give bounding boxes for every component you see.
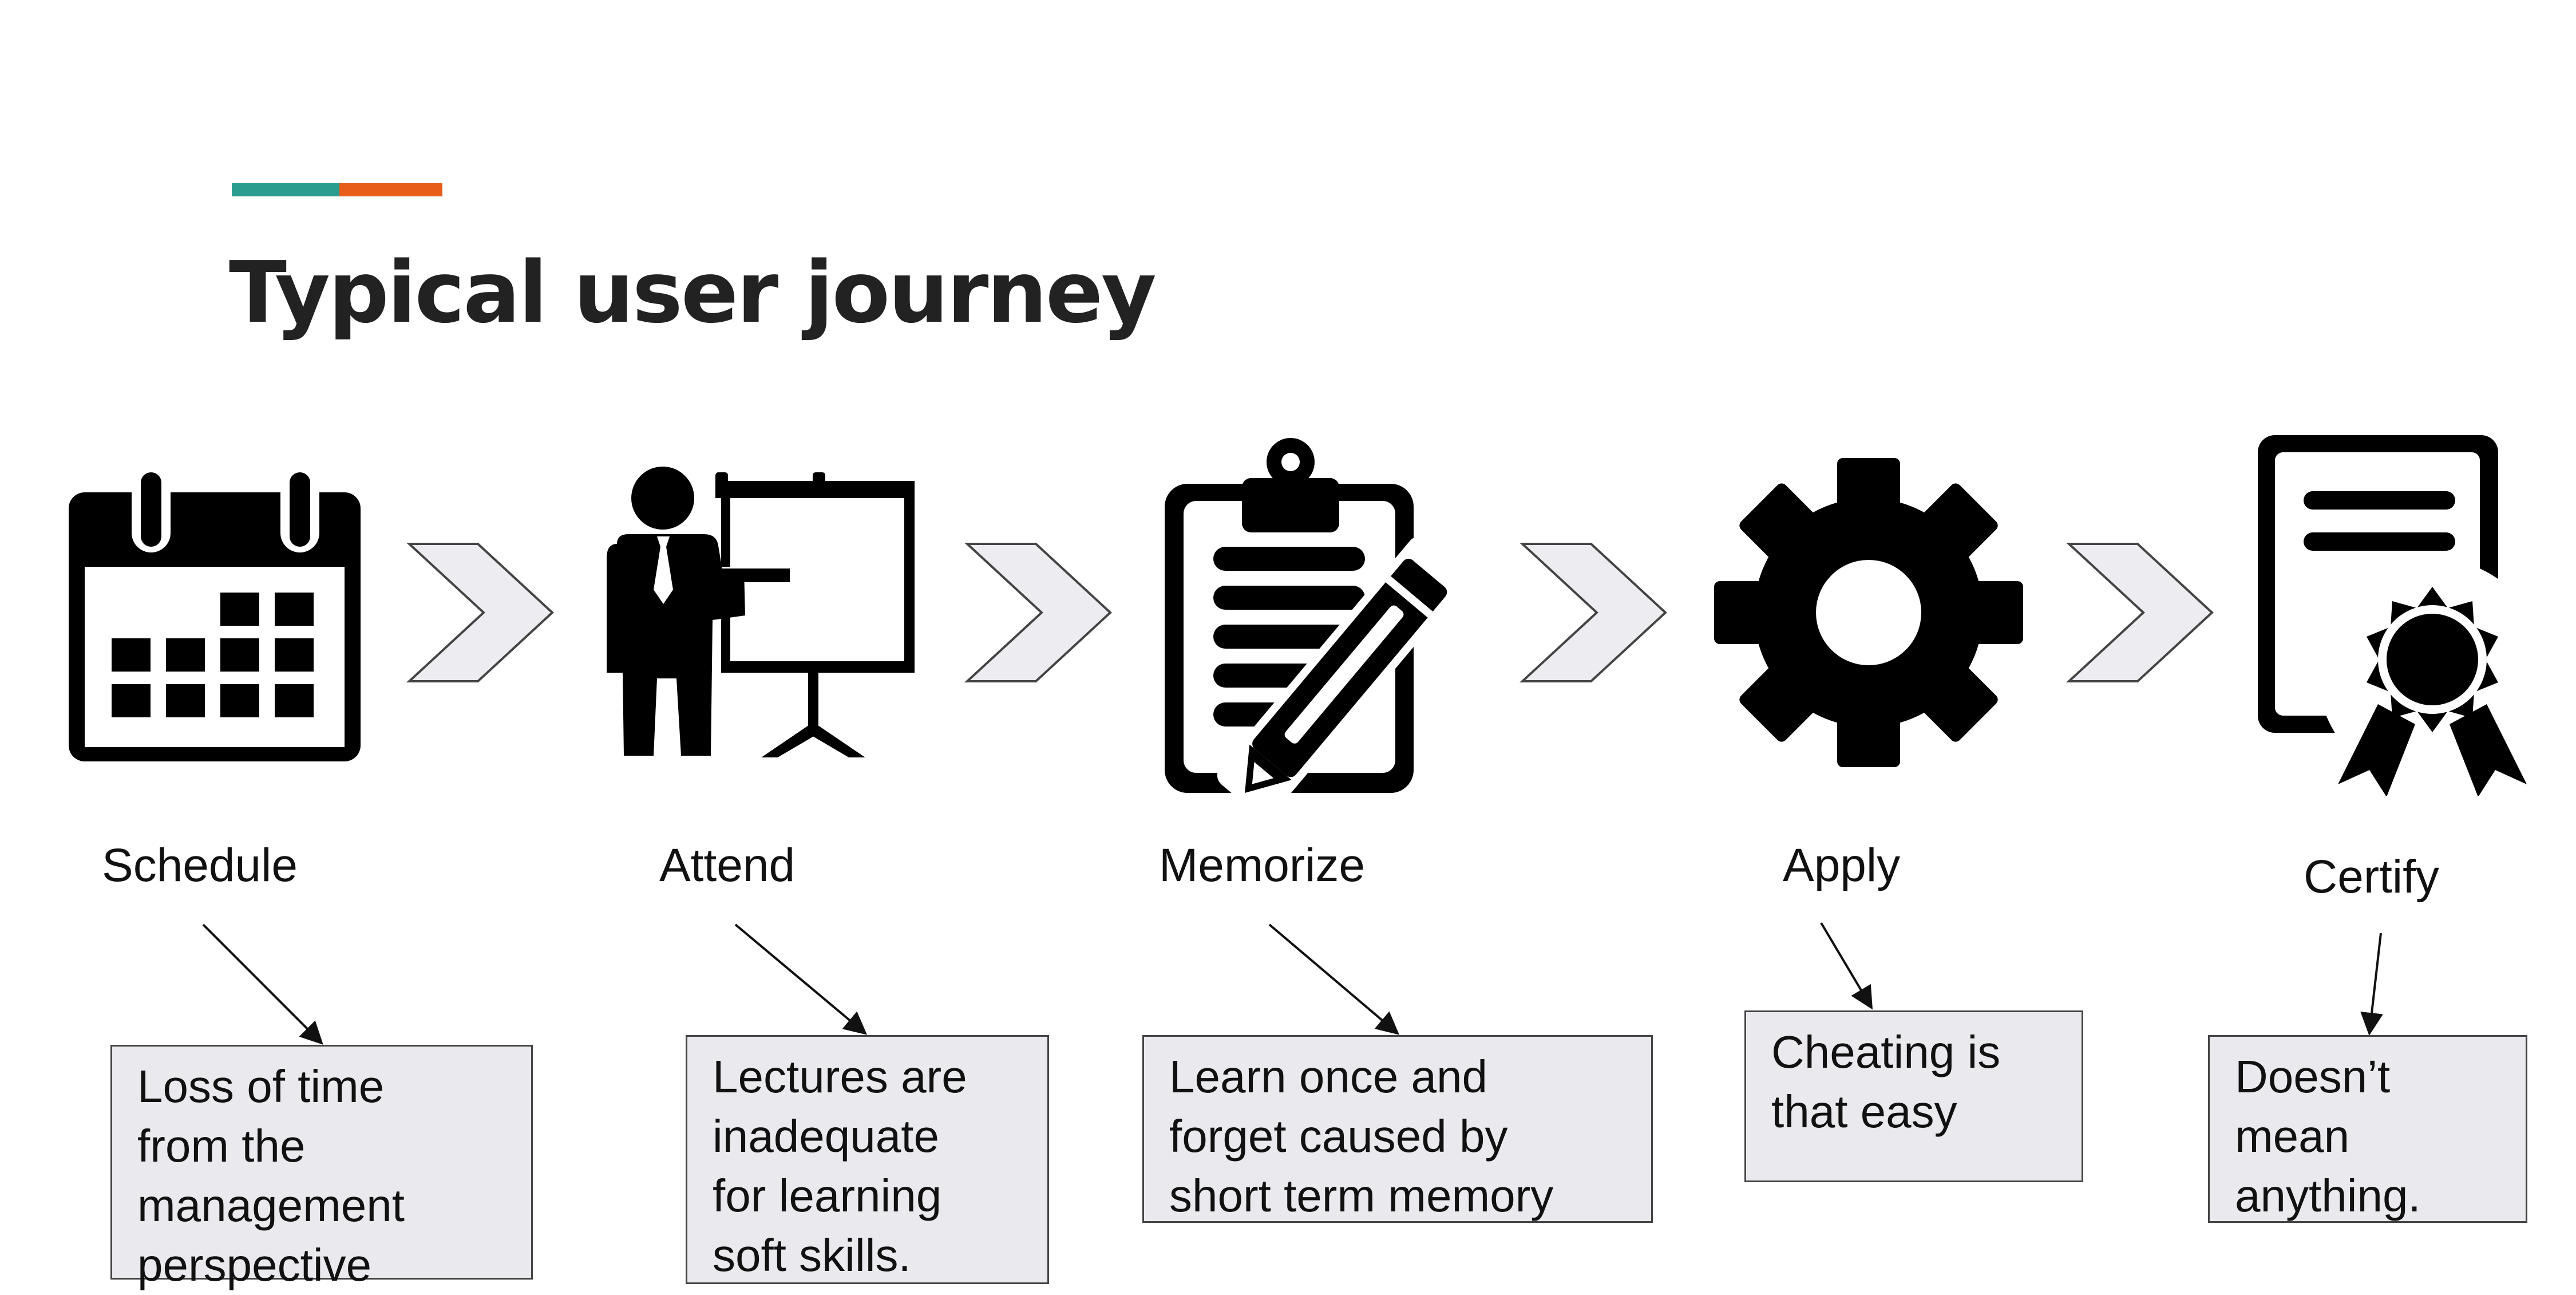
pointer-arrow-5: [2360, 933, 2383, 1036]
calendar-icon: [69, 467, 361, 761]
chevron-arrow-2: [964, 543, 1112, 682]
note-line: Cheating is: [1771, 1026, 2001, 1077]
note-line: Lectures are: [713, 1051, 967, 1102]
note-line: Learn once and: [1169, 1051, 1488, 1102]
note-line: mean: [2235, 1111, 2350, 1162]
note-line: forget caused by: [1169, 1111, 1508, 1162]
note-line: perspective: [137, 1239, 372, 1290]
note-line: inadequate: [713, 1111, 939, 1162]
note-box-schedule: Loss of time from the management perspec…: [110, 1045, 533, 1290]
chevron-arrow-1: [406, 543, 554, 682]
note-box-apply: Cheating is that easy: [1744, 1010, 2083, 1182]
note-line: that easy: [1771, 1086, 1957, 1137]
accent-bar-orange: [339, 183, 442, 196]
note-line: short term memory: [1169, 1170, 1554, 1221]
clipboard-pencil-icon: [1165, 438, 1467, 793]
note-line: from the: [137, 1120, 306, 1171]
note-line: Loss of time: [137, 1061, 385, 1112]
step-label-memorize: Memorize: [1159, 839, 1365, 891]
presenter-icon: [607, 467, 915, 757]
chevron-arrow-4: [2065, 543, 2214, 682]
chevron-arrow-3: [1519, 543, 1667, 682]
note-box-memorize: Learn once and forget caused by short te…: [1142, 1035, 1653, 1223]
slide-title: Typical user journey: [229, 243, 1157, 342]
note-line: Doesn’t: [2235, 1051, 2391, 1102]
step-label-certify: Certify: [2304, 851, 2439, 903]
certificate-icon: [2258, 435, 2527, 796]
step-label-schedule: Schedule: [102, 839, 298, 891]
note-box-attend: Lectures are inadequate for learning sof…: [686, 1035, 1049, 1284]
pointer-arrow-3: [1268, 923, 1400, 1035]
step-label-attend: Attend: [659, 839, 796, 891]
accent-bar-teal: [232, 183, 339, 196]
note-line: anything.: [2235, 1170, 2421, 1221]
step-label-apply: Apply: [1783, 839, 1901, 891]
pointer-arrow-2: [734, 923, 868, 1035]
note-line: soft skills.: [713, 1230, 911, 1281]
pointer-arrow-4: [1820, 922, 1873, 1010]
note-line: management: [137, 1180, 405, 1231]
note-box-certify: Doesn’t mean anything.: [2208, 1035, 2527, 1223]
note-line: for learning: [713, 1170, 942, 1221]
pointer-arrow-1: [202, 923, 323, 1045]
gear-icon: [1714, 458, 2023, 767]
